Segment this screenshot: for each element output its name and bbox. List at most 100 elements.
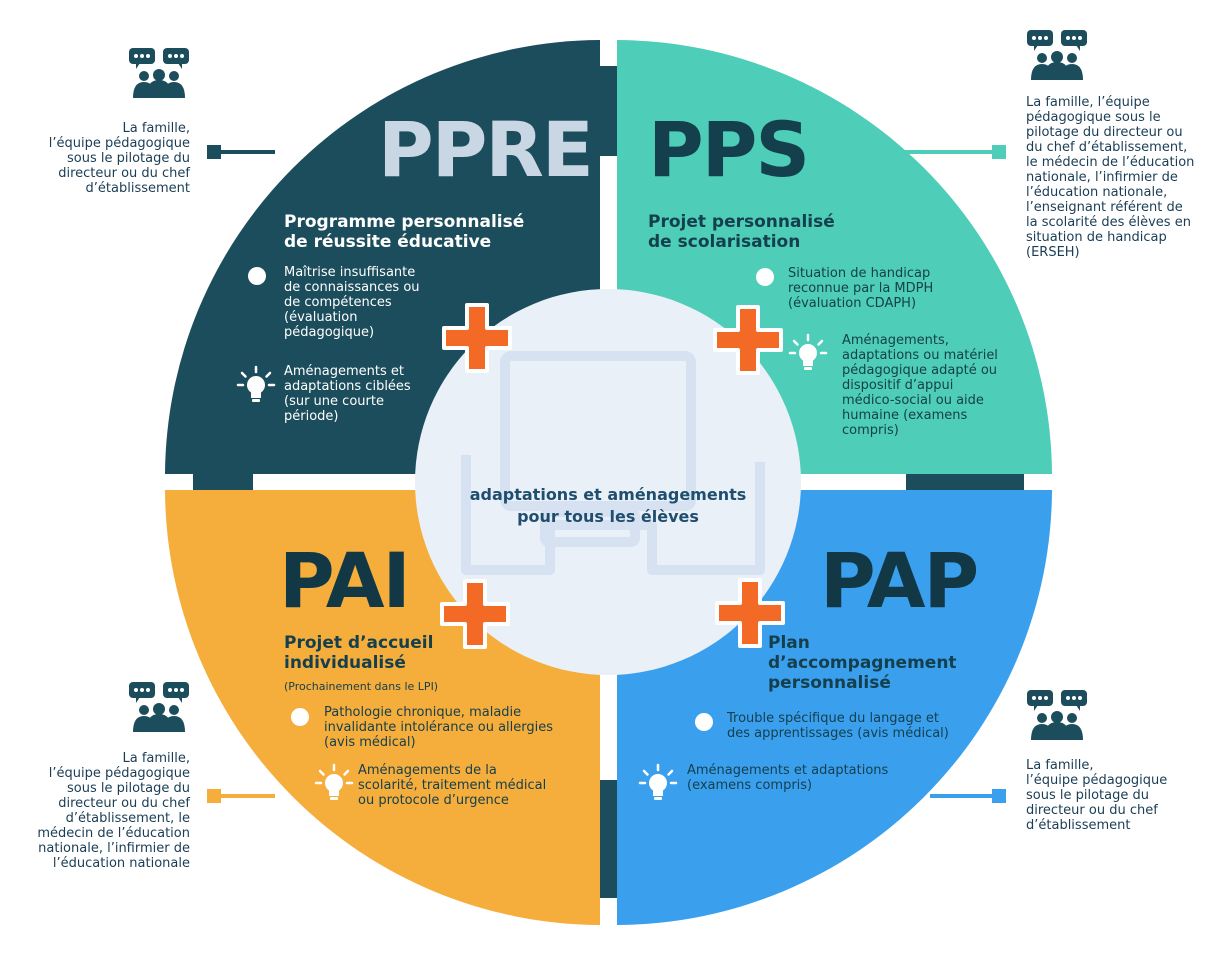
stakeholders-ppre-line: sous le pilotage du bbox=[67, 151, 190, 166]
plus-icon-pai bbox=[440, 579, 510, 649]
center-caption-line1: adaptations et aménagements bbox=[469, 485, 747, 504]
stakeholders-pps-line: (ERSEH) bbox=[1026, 245, 1080, 260]
point1-pai-line: invalidante intolérance ou allergies bbox=[324, 720, 554, 735]
gap-tab-bottom bbox=[600, 780, 617, 898]
point2-pps-line: Aménagements, bbox=[842, 333, 949, 348]
bullet-dot-pai bbox=[291, 708, 309, 726]
plus-icon-pap bbox=[715, 578, 785, 648]
gap-tab-top bbox=[600, 66, 617, 156]
point1-pps: Situation de handicap reconnue par la MD… bbox=[788, 266, 933, 311]
stakeholders-pai-line: l’équipe pédagogique bbox=[48, 766, 190, 781]
gap-tab-right bbox=[906, 474, 1024, 490]
stakeholders-pps-line: l’éducation nationale, bbox=[1026, 185, 1168, 200]
title-ppre-line1: Programme personnalisé bbox=[284, 212, 525, 232]
center-circle bbox=[415, 289, 801, 675]
point2-pps-line: adaptations ou matériel bbox=[842, 348, 998, 363]
point1-pap-line: Trouble spécifique du langage et bbox=[727, 711, 940, 726]
stakeholders-pap-line: sous le pilotage du bbox=[1026, 788, 1149, 803]
point1-pps-line: Situation de handicap bbox=[788, 266, 931, 281]
stakeholders-pai-line: médecin de l’éducation bbox=[37, 826, 190, 841]
connector-pap bbox=[930, 789, 1006, 803]
point2-pap-line: Aménagements et adaptations bbox=[687, 763, 889, 778]
title-ppre: Programme personnalisé de réussite éduca… bbox=[284, 212, 524, 252]
point1-ppre-line: (évaluation bbox=[284, 310, 358, 325]
title-ppre-line2: de réussite éducative bbox=[284, 232, 492, 252]
point2-pap-line: (examens compris) bbox=[687, 778, 813, 793]
stakeholders-pps-line: La famille, l’équipe bbox=[1026, 95, 1150, 110]
point2-ppre-line: Aménagements et bbox=[284, 364, 405, 379]
stakeholders-pap-line: directeur ou du chef bbox=[1026, 803, 1158, 818]
title-pps-line1: Projet personnalisé bbox=[648, 212, 835, 232]
stakeholders-pps-line: nationale, l’infirmier de bbox=[1026, 170, 1178, 185]
stakeholders-ppre-line: directeur ou du chef bbox=[58, 166, 190, 181]
stakeholders-pap-line: d’établissement bbox=[1026, 818, 1131, 833]
center-watermark bbox=[461, 351, 765, 575]
people-chat-icon-pai bbox=[129, 682, 189, 732]
point1-ppre-line: pédagogique) bbox=[284, 325, 375, 340]
point2-ppre-line: période) bbox=[284, 409, 339, 424]
stakeholders-pai-line: nationale, l’infirmier de bbox=[38, 841, 190, 856]
point2-pps-line: compris) bbox=[842, 423, 899, 438]
point2-pai-line: scolarité, traitement médical bbox=[358, 778, 547, 793]
stakeholders-pai-line: sous le pilotage du bbox=[67, 781, 190, 796]
gap-tab-left bbox=[193, 474, 253, 490]
point1-pai-line: Pathologie chronique, maladie bbox=[324, 705, 522, 720]
stakeholders-pps: La famille, l’équipe pédagogique sous le… bbox=[1026, 95, 1194, 260]
acronym-pps: PPS bbox=[648, 105, 810, 194]
title-pps: Projet personnalisé de scolarisation bbox=[648, 212, 835, 252]
subtitle-pai: (Prochainement dans le LPI) bbox=[284, 680, 439, 693]
title-pap: Plan d’accompagnement personnalisé bbox=[768, 633, 957, 693]
acronym-pap: PAP bbox=[820, 536, 979, 625]
bullet-dot-ppre bbox=[248, 267, 266, 285]
people-chat-icon-pap bbox=[1027, 690, 1087, 740]
connector-pps bbox=[900, 145, 1006, 159]
stakeholders-pai: La famille, l’équipe pédagogique sous le… bbox=[37, 751, 190, 871]
plus-icon-pps bbox=[713, 305, 783, 375]
point1-ppre: Maîtrise insuffisante de connaissances o… bbox=[284, 265, 420, 340]
point2-pai-line: ou protocole d’urgence bbox=[358, 793, 509, 808]
title-pps-line2: de scolarisation bbox=[648, 232, 801, 252]
point1-pai: Pathologie chronique, maladie invalidant… bbox=[324, 705, 553, 750]
stakeholders-ppre: La famille, l’équipe pédagogique sous le… bbox=[49, 121, 190, 196]
stakeholders-pai-line: directeur ou du chef bbox=[58, 796, 190, 811]
title-pai: Projet d’accueil individualisé bbox=[284, 633, 433, 673]
title-pap-line3: personnalisé bbox=[768, 673, 891, 693]
title-pai-line2: individualisé bbox=[284, 653, 406, 673]
stakeholders-pps-line: l’enseignant référent de bbox=[1026, 200, 1183, 215]
stakeholders-pap: La famille, l’équipe pédagogique sous le… bbox=[1026, 758, 1167, 833]
stakeholders-pps-line: du chef d’établissement, bbox=[1026, 140, 1188, 155]
bullet-dot-pps bbox=[756, 268, 774, 286]
title-pap-line2: d’accompagnement bbox=[768, 653, 957, 673]
point2-ppre-line: (sur une courte bbox=[284, 394, 384, 409]
title-pap-line1: Plan bbox=[768, 633, 810, 653]
lightbulb-icon-pai bbox=[314, 763, 354, 800]
point2-pps-line: humaine (examens bbox=[842, 408, 968, 423]
point2-ppre-line: adaptations ciblées bbox=[284, 379, 411, 394]
point1-pps-line: reconnue par la MDPH bbox=[788, 281, 934, 296]
point2-pps-line: dispositif d’appui bbox=[842, 378, 954, 393]
acronym-ppre: PPRE bbox=[378, 105, 594, 194]
bullet-dot-pap bbox=[695, 713, 713, 731]
center-caption-line2: pour tous les élèves bbox=[517, 507, 699, 526]
stakeholders-pps-line: pédagogique sous le bbox=[1026, 110, 1161, 125]
title-pai-line1: Projet d’accueil bbox=[284, 633, 434, 653]
acronym-pai: PAI bbox=[279, 536, 411, 625]
stakeholders-pap-line: La famille, bbox=[1026, 758, 1094, 773]
connector-ppre bbox=[207, 145, 275, 159]
stakeholders-ppre-line: La famille, bbox=[122, 121, 190, 136]
stakeholders-pps-line: le médecin de l’éducation bbox=[1026, 155, 1195, 170]
stakeholders-ppre-line: l’équipe pédagogique bbox=[48, 136, 190, 151]
stakeholders-pps-line: pilotage du directeur ou bbox=[1026, 125, 1183, 140]
stakeholders-pai-line: l’éducation nationale bbox=[52, 856, 190, 871]
point2-pps-line: pédagogique adapté ou bbox=[842, 363, 998, 378]
stakeholders-pai-line: d’établissement, le bbox=[65, 811, 190, 826]
point1-pap-line: des apprentissages (avis médical) bbox=[727, 726, 949, 741]
stakeholders-ppre-line: d’établissement bbox=[85, 181, 190, 196]
point2-pai-line: Aménagements de la bbox=[358, 763, 497, 778]
point2-ppre: Aménagements et adaptations ciblées (sur… bbox=[284, 364, 411, 424]
point2-pps-line: médico-social ou aide bbox=[842, 393, 984, 408]
lightbulb-icon-pap bbox=[638, 763, 678, 800]
stakeholders-pps-line: la scolarité des élèves en bbox=[1026, 215, 1191, 230]
